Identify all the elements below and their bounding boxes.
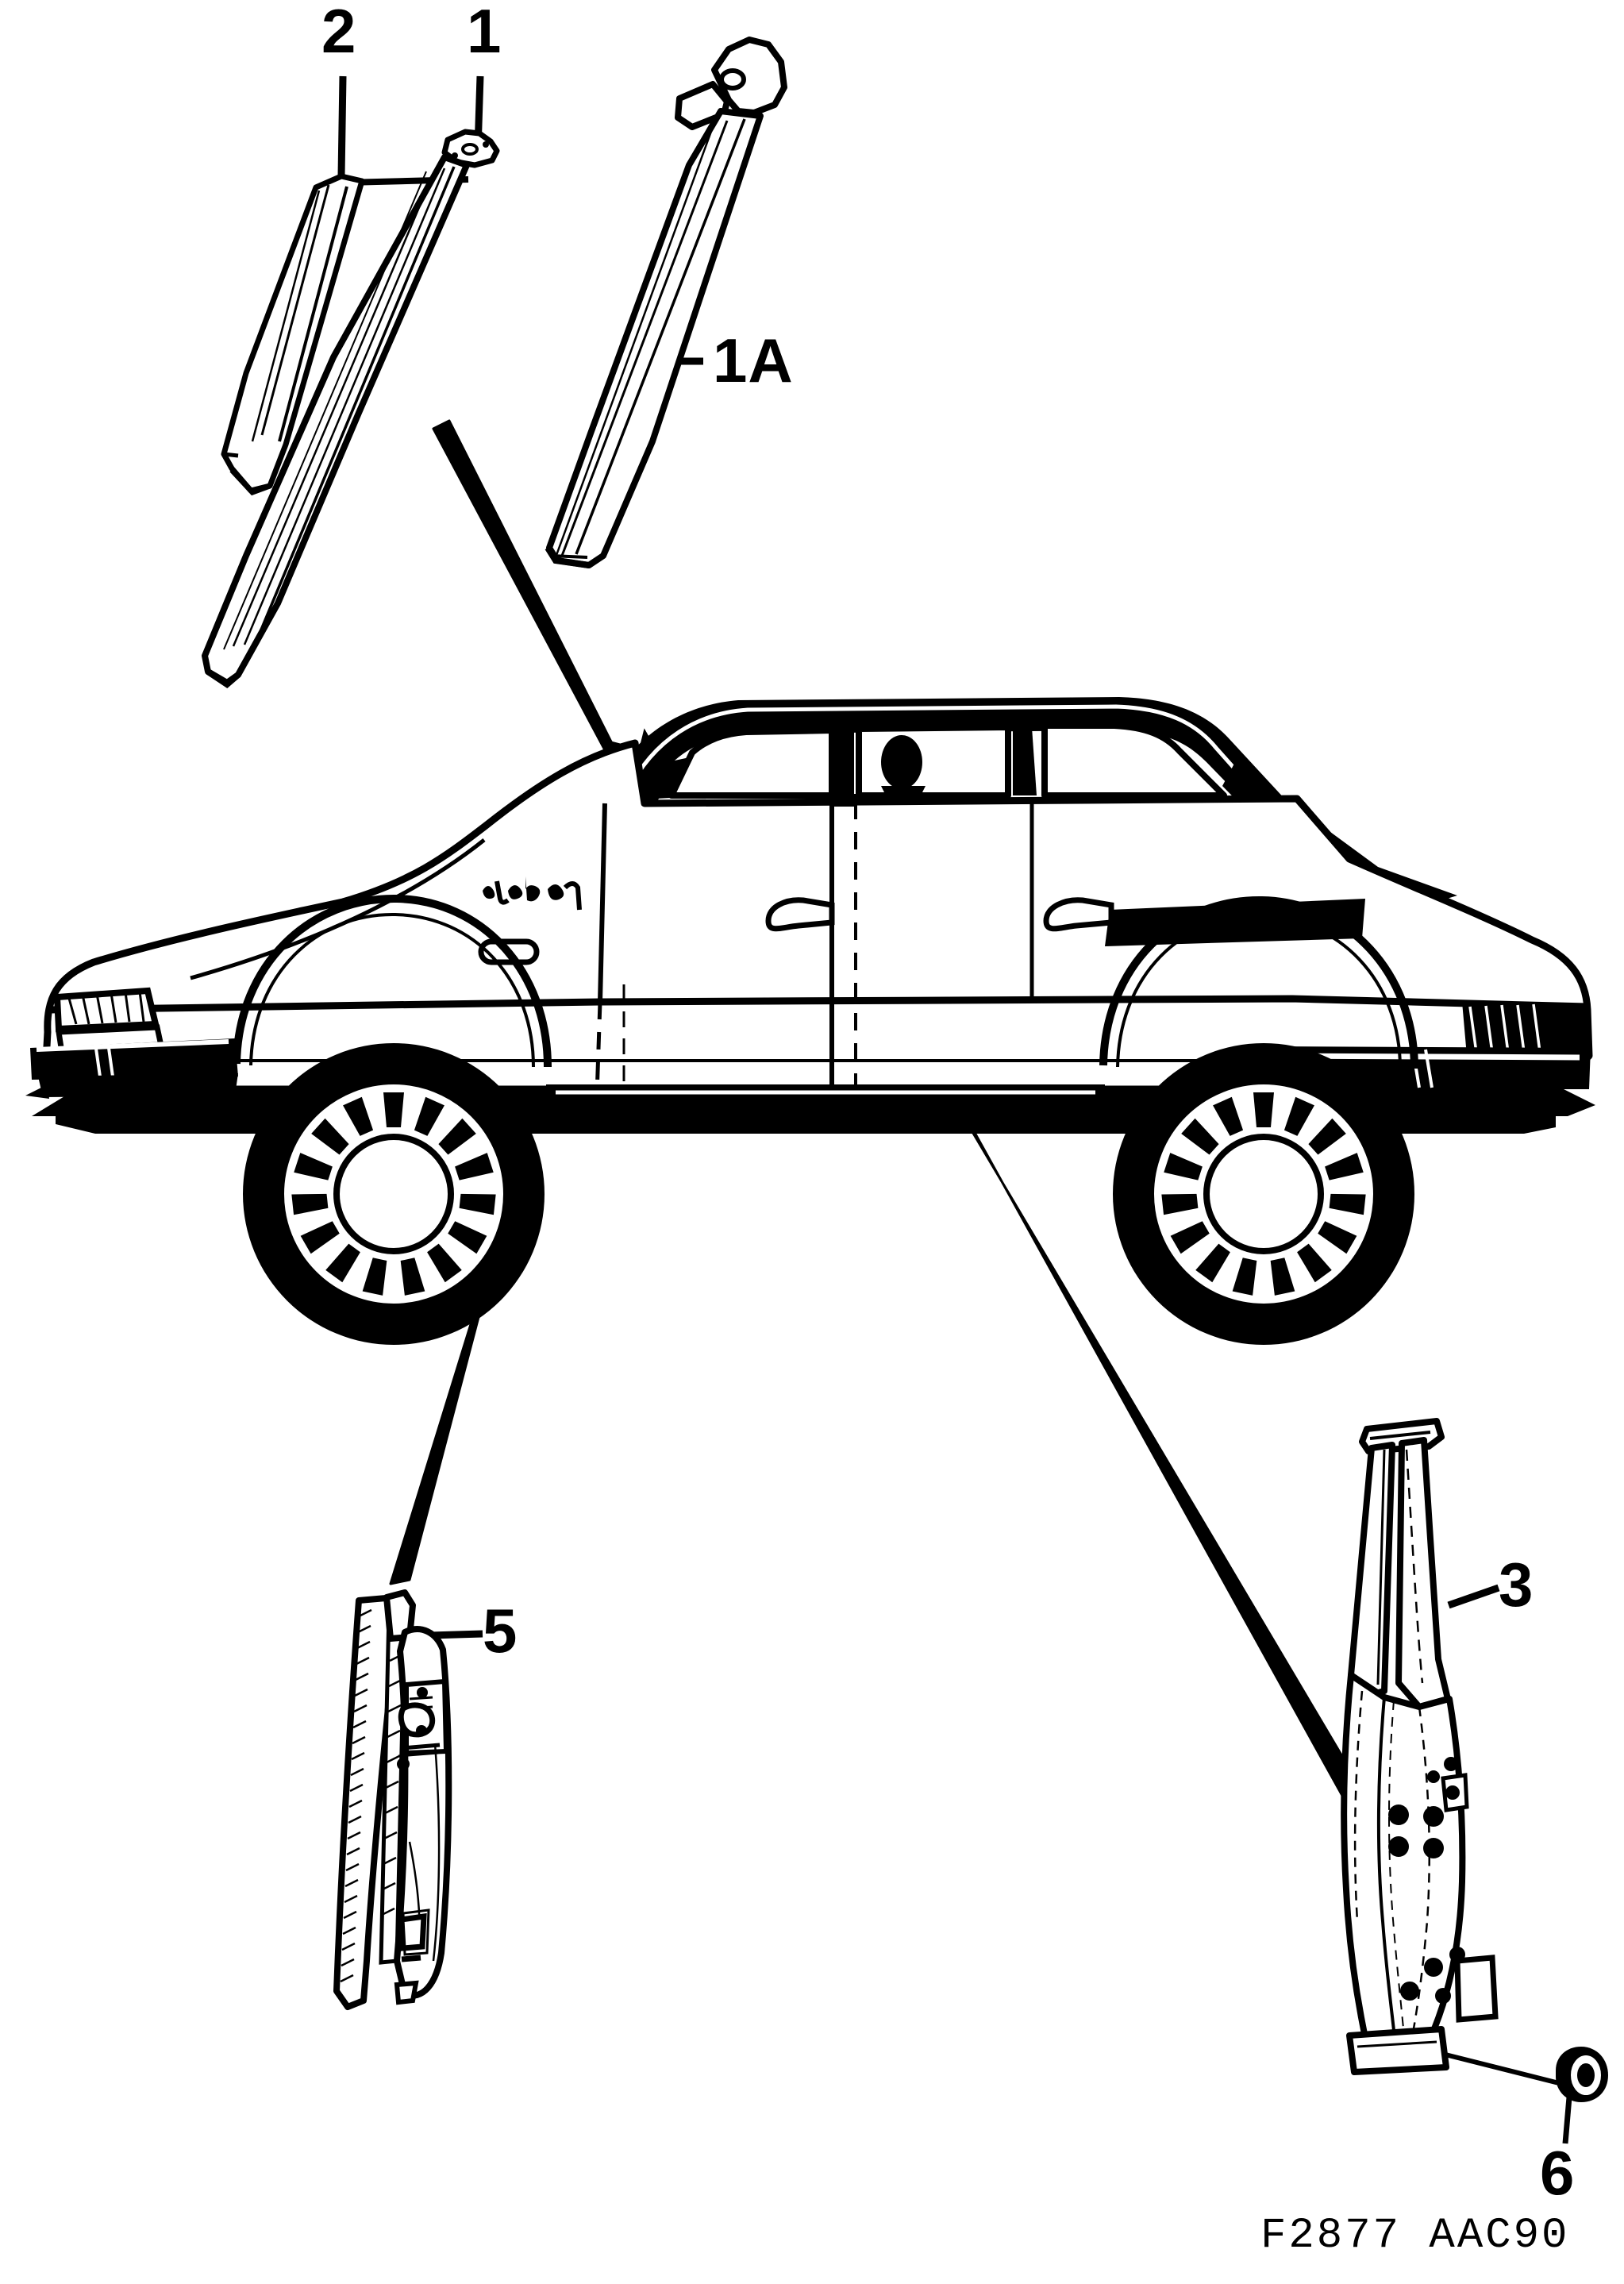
- callout-label-6[interactable]: 6: [1540, 2138, 1575, 2208]
- rear-wheel-spokes: [1161, 1092, 1366, 1296]
- figure-code: F2877 AAC90: [1260, 2212, 1570, 2260]
- part-3-centre-pillar-reinforcement: [1341, 1418, 1499, 2075]
- vehicle-side-view: [25, 697, 1595, 1345]
- leader-line-5: [429, 1630, 483, 1639]
- front-wheel-spokes: [291, 1092, 496, 1296]
- part-1-windscreen-pillar-moulding-outer: [202, 129, 500, 689]
- sill-hatching: [340, 1608, 372, 1983]
- leader-line-2: [337, 75, 347, 177]
- callout-label-1[interactable]: 1: [467, 0, 502, 66]
- part-1a-windscreen-pillar-moulding-alternative: [545, 37, 787, 568]
- callout-label-2[interactable]: 2: [321, 0, 356, 66]
- callout-label-3[interactable]: 3: [1499, 1550, 1534, 1620]
- turbo-badge: [483, 876, 582, 911]
- callout-label-5[interactable]: 5: [483, 1596, 518, 1666]
- callout-label-1a[interactable]: 1A: [713, 325, 794, 395]
- leader-line-3: [1447, 1584, 1500, 1609]
- part-6-grommet: [1556, 2047, 1608, 2102]
- part-2-windscreen-pillar-moulding-inner: [221, 173, 365, 496]
- part-5-sill-rocker-member: [333, 1589, 452, 2010]
- leader-line-6-origin: [1438, 2051, 1563, 2086]
